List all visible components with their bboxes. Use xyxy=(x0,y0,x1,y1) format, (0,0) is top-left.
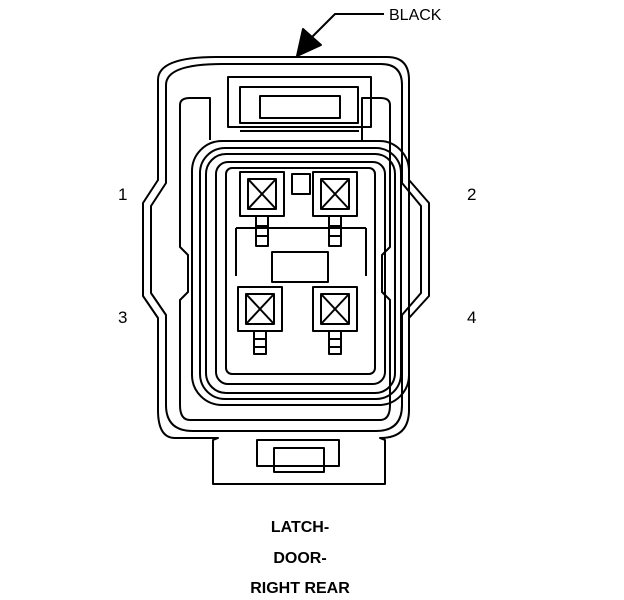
terminal-cavity-4 xyxy=(312,286,358,355)
title-line-3: RIGHT REAR xyxy=(250,580,350,597)
pin-number-4: 4 xyxy=(467,308,477,327)
title-line-1: LATCH- xyxy=(270,519,330,536)
pin-number-2: 2 xyxy=(467,185,477,204)
callout-arrow xyxy=(296,13,384,57)
terminal-cavity-2 xyxy=(312,171,358,247)
color-callout-label: BLACK xyxy=(389,7,442,24)
pin-number-3: 3 xyxy=(118,308,128,327)
bottom-latch xyxy=(256,439,340,473)
terminal-frame xyxy=(191,140,410,406)
terminal-cavity-1 xyxy=(239,171,285,247)
top-latch xyxy=(227,76,372,132)
pin-number-1: 1 xyxy=(118,185,128,204)
terminal-cavity-3 xyxy=(237,286,283,355)
title-line-2: DOOR- xyxy=(273,550,327,567)
connector-housing xyxy=(142,56,430,485)
